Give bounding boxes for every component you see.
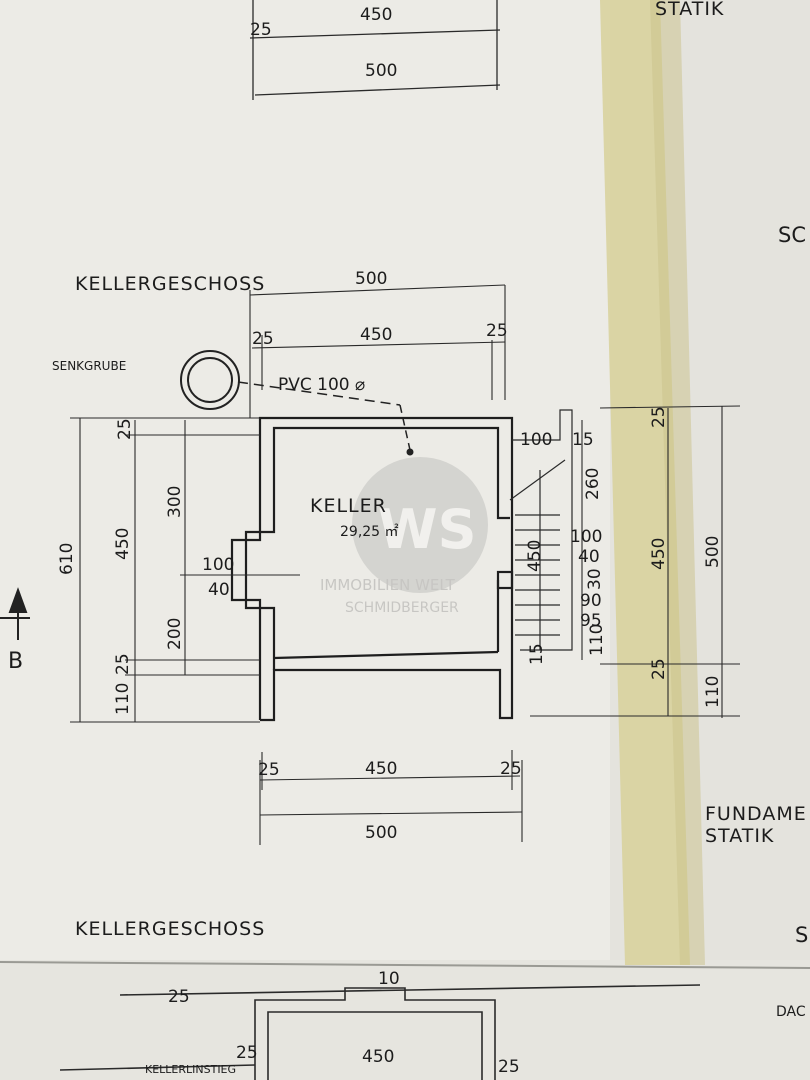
dim-niche-40: 40 (208, 580, 230, 600)
plan-footer-title: KELLERGESCHOSS (75, 918, 265, 940)
dim-stair-30: 30 (585, 568, 605, 590)
dim-stair-450: 450 (525, 540, 545, 572)
statik-label: STATIK (705, 825, 774, 847)
room-walls (230, 416, 514, 722)
dim-stair-40: 40 (578, 547, 600, 567)
dim-right-25b: 25 (649, 658, 669, 680)
top-dimensions (249, 0, 501, 100)
pvc-label: PVC 100 ⌀ (278, 375, 365, 395)
dim-left-110: 110 (113, 683, 133, 715)
dim-niche-100: 100 (202, 555, 234, 575)
next-dim-25: 25 (168, 987, 190, 1007)
paper-main (0, 0, 610, 965)
dim-stair-15b: 15 (527, 643, 547, 665)
dim-inner-300: 300 (165, 486, 185, 518)
top-dim-25: 25 (250, 20, 272, 40)
dim-stair-95: 95 (580, 611, 602, 631)
next-dim-450: 450 (362, 1047, 394, 1067)
dim-left-25b: 25 (113, 653, 133, 675)
dim-left-610: 610 (57, 543, 77, 575)
dim-top-500: 500 (355, 269, 387, 289)
sheet-fold (0, 961, 810, 969)
dim-bot-500: 500 (365, 823, 397, 843)
senkgrube-symbol (180, 350, 414, 456)
dim-bot-25-right: 25 (500, 759, 522, 779)
top-dim-500: 500 (365, 61, 397, 81)
next-dim-25-left: 25 (236, 1043, 258, 1063)
right-s: S (795, 923, 808, 947)
dim-stair-110: 110 (587, 624, 607, 656)
next-sheet-label: KELLERLINSTIEG (145, 1063, 236, 1076)
dim-right-110: 110 (703, 676, 723, 708)
dim-bot-450: 450 (365, 759, 397, 779)
section-marker-label: B (8, 649, 23, 674)
room-area: 29,25 ㎡ (340, 524, 399, 540)
dim-stair-90: 90 (580, 591, 602, 611)
fundament-label: FUNDAME (705, 803, 807, 825)
room-name: KELLER (310, 495, 387, 517)
dim-left-25: 25 (115, 418, 135, 440)
dim-stair-15: 15 (572, 430, 594, 450)
next-sheet-plan (59, 984, 701, 1080)
dim-right-25: 25 (649, 406, 669, 428)
dim-right-500: 500 (703, 536, 723, 568)
dimension-lines (70, 284, 741, 845)
dim-right-450: 450 (649, 538, 669, 570)
dim-stair-100: 100 (520, 430, 552, 450)
paper-next-sheet (0, 960, 810, 1080)
watermark-mark: WS (378, 498, 476, 561)
next-sheet-dac: DAC (776, 1004, 806, 1020)
dim-top-450: 450 (360, 325, 392, 345)
dim-inner-200: 200 (165, 618, 185, 650)
senkgrube-label: SENKGRUBE (52, 359, 126, 373)
statik-top: STATIK (655, 0, 724, 20)
dim-top-25-left: 25 (252, 329, 274, 349)
top-dim-450: 450 (360, 5, 392, 25)
dim-stair-260: 260 (583, 468, 603, 500)
dim-top-25-right: 25 (486, 321, 508, 341)
watermark: WS IMMOBILIEN WELT SCHMIDBERGER (320, 457, 488, 616)
section-marker (0, 587, 30, 640)
tape-edge (650, 0, 705, 965)
dim-stair-100b: 100 (570, 527, 602, 547)
staircase (509, 409, 573, 651)
dim-bot-25-left: 25 (258, 760, 280, 780)
watermark-line1: IMMOBILIEN WELT (320, 576, 456, 594)
dim-left-450: 450 (113, 528, 133, 560)
right-sc: SC (778, 223, 806, 247)
next-dim-10: 10 (378, 969, 400, 989)
watermark-line2: SCHMIDBERGER (345, 600, 459, 616)
next-dim-25-right: 25 (498, 1057, 520, 1077)
plan-title: KELLERGESCHOSS (75, 273, 265, 295)
